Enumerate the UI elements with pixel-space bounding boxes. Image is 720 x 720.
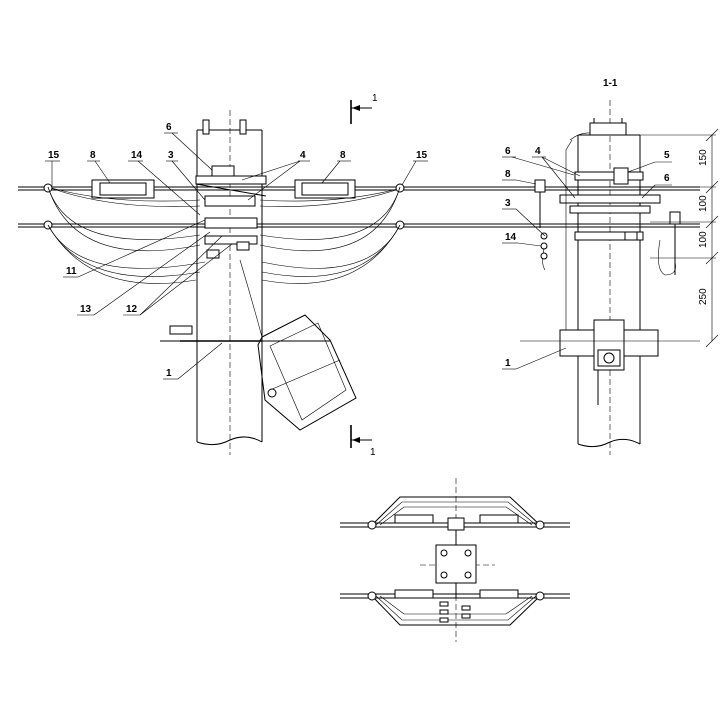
callout-11: 11 [66,266,77,277]
callout-side-6-right: 6 [664,173,670,184]
callout-1-front: 1 [166,368,172,379]
section-mark-bottom: 1 [350,425,376,458]
cable-box [160,259,357,431]
plan-lower-conductor [340,589,570,626]
lower-wire-assembly [18,186,700,284]
callout-side-8: 8 [505,169,511,180]
front-view: 1 1 [18,93,700,458]
callout-side-4: 4 [535,146,541,157]
section-mark-top-label: 1 [372,93,378,104]
front-view-callouts: 15 8 14 6 3 4 8 15 11 [45,122,428,380]
plan-view [340,478,570,642]
dimension-250: 250 [698,288,709,305]
callout-15-left: 15 [48,150,60,161]
side-brackets [534,132,681,330]
callout-side-3: 3 [505,198,511,209]
callout-13: 13 [80,304,92,315]
callout-15-right: 15 [416,150,428,161]
callout-side-14: 14 [505,232,517,243]
section-title: 1-1 [603,78,618,89]
callout-6: 6 [166,122,172,133]
side-bottom-bracket [520,319,700,405]
callout-side-6-left: 6 [505,146,511,157]
upper-wire-assembly [18,165,700,207]
callout-14: 14 [131,150,143,161]
dimension-100-upper: 100 [698,195,709,212]
callout-side-1: 1 [505,358,511,369]
plan-center-block [435,530,477,598]
callout-4: 4 [300,150,306,161]
side-view: 1-1 [502,78,719,455]
plan-upper-conductor [340,496,570,531]
section-mark-top: 1 [350,93,378,124]
callout-8-right: 8 [340,150,346,161]
dimension-100-lower: 100 [698,231,709,248]
callout-12: 12 [126,304,138,315]
callout-8-left: 8 [90,150,96,161]
dimension-150: 150 [698,149,709,166]
side-dimensions: 150 100 100 250 [640,128,719,348]
pole [196,110,263,455]
section-mark-bottom-label: 1 [370,447,376,458]
callout-side-5: 5 [664,150,670,161]
side-view-callouts: 6 4 5 8 6 3 14 1 [502,146,672,370]
side-pole [577,100,641,455]
callout-3: 3 [168,150,174,161]
